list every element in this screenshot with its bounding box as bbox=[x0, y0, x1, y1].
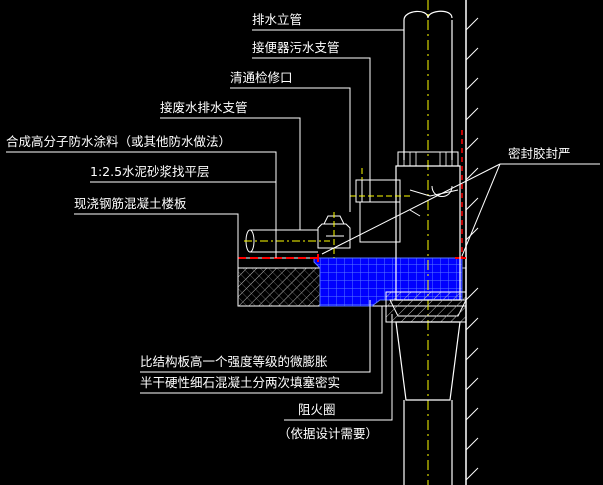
label-waterproof-coating: 合成高分子防水涂料（或其他防水做法） bbox=[6, 134, 231, 149]
label-concrete-slab: 现浇钢筋混凝土楼板 bbox=[74, 196, 187, 211]
label-leaders bbox=[6, 29, 404, 421]
concrete-slab bbox=[237, 257, 466, 307]
sealant-leaders bbox=[321, 163, 600, 257]
label-infill-line1: 比结构板高一个强度等级的微膨胀 bbox=[140, 354, 328, 369]
label-infill-line2: 半干硬性细石混凝土分两次填塞密实 bbox=[140, 375, 340, 390]
drain-stack-pipe bbox=[385, 0, 467, 485]
waste-branch-pipe bbox=[244, 212, 351, 258]
label-fire-collar: 阻火圈 bbox=[298, 402, 336, 417]
label-toilet-branch: 接便器污水支管 bbox=[252, 40, 340, 55]
label-mortar-layer: 1:2.5水泥砂浆找平层 bbox=[90, 164, 210, 179]
label-sealant: 密封胶封严 bbox=[508, 146, 571, 161]
wall bbox=[465, 0, 479, 485]
toilet-branch-fitting bbox=[350, 168, 459, 243]
label-waste-branch: 接废水排水支管 bbox=[160, 100, 248, 115]
label-cleanout: 清通检修口 bbox=[230, 70, 293, 85]
label-fire-collar-note: （依据设计需要） bbox=[278, 426, 378, 441]
label-drain-stack: 排水立管 bbox=[252, 12, 302, 27]
